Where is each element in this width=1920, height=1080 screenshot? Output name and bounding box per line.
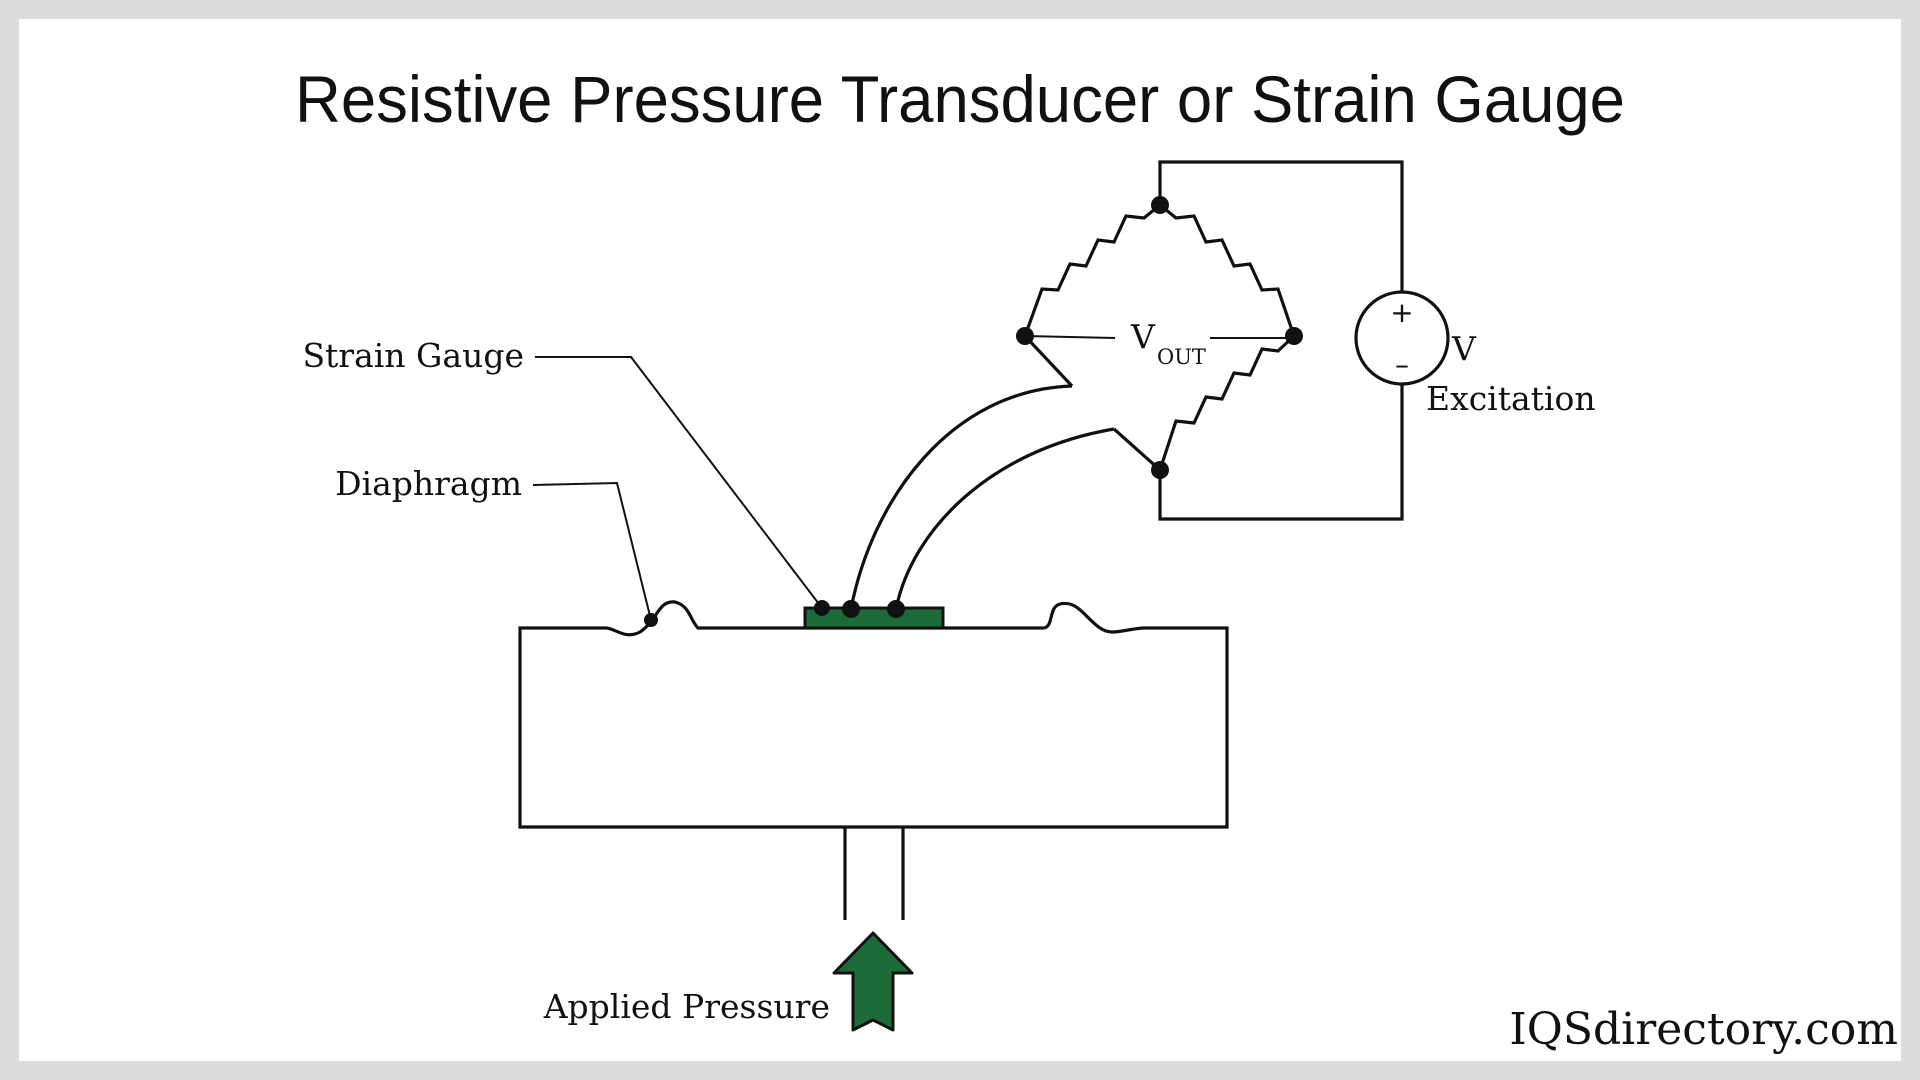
diaphragm-leader-line — [532, 481, 652, 621]
excitation-wire-bottom — [1158, 384, 1404, 521]
bridge-wire-join — [1112, 427, 1162, 472]
pressure-chamber — [518, 600, 1229, 829]
strain-gauge-leader-line — [535, 356, 823, 609]
source-minus-sign: – — [1395, 348, 1409, 381]
bridge-node-right — [1285, 327, 1303, 345]
excitation-label: Excitation — [1426, 379, 1596, 418]
bridge-resistor-bottom-right — [1158, 334, 1296, 471]
source-plus-sign: + — [1390, 296, 1413, 329]
iqs-watermark: IQSdirectory.com — [1509, 1004, 1898, 1055]
applied-pressure-label: Applied Pressure — [543, 987, 830, 1026]
bridge-resistor-top-right — [1158, 203, 1296, 337]
bridge-wire-left — [849, 384, 1073, 610]
vout-label: V — [1130, 317, 1156, 356]
diagram-canvas — [19, 19, 1901, 1061]
applied-pressure-arrow-icon — [832, 931, 914, 1032]
diagram-title: Resistive Pressure Transducer or Strain … — [295, 62, 1625, 136]
diaphragm-label: Diaphragm — [335, 464, 522, 503]
strain-gauge-label: Strain Gauge — [302, 336, 524, 375]
bridge-resistor-top-left — [1023, 203, 1162, 337]
vout-subscript: OUT — [1157, 345, 1206, 369]
excitation-v-label: V — [1451, 329, 1477, 368]
excitation-wire-top — [1158, 160, 1404, 292]
voltage-source — [1354, 290, 1450, 386]
bridge-resistor-bottom-left — [1023, 334, 1074, 388]
vout-line-left — [1024, 335, 1116, 339]
strain-gauge-element — [803, 606, 945, 630]
bridge-wire-right — [894, 427, 1115, 610]
